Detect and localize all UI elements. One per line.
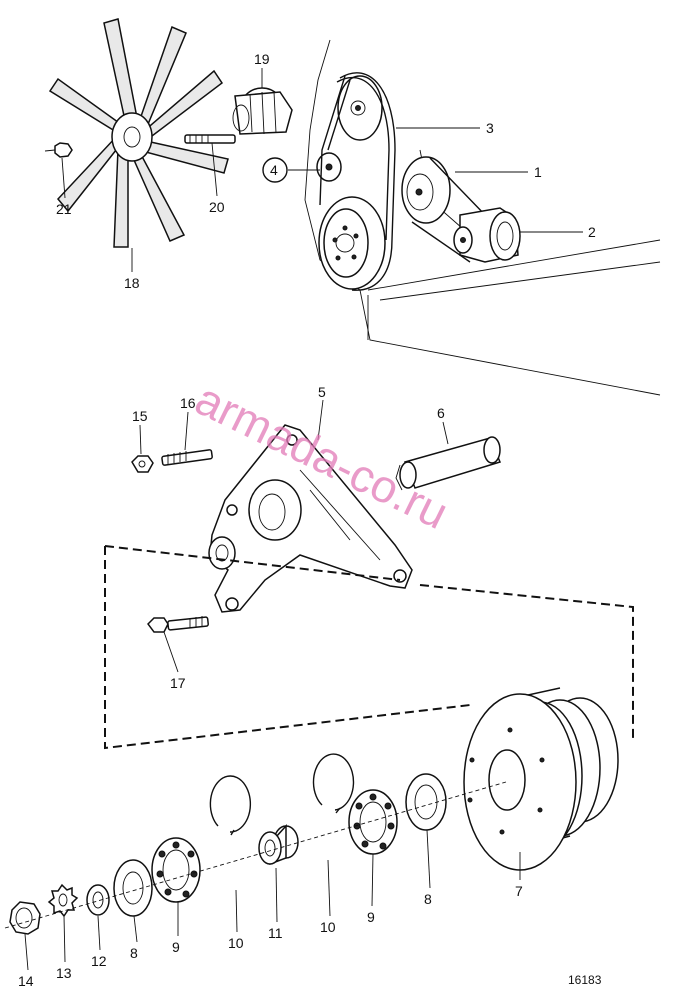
- callout-17: 17: [170, 675, 186, 691]
- idler-pulley: [316, 152, 342, 182]
- callout-6: 6: [437, 405, 445, 421]
- callout-18: 18: [124, 275, 140, 291]
- bracket-shaft: [395, 436, 502, 491]
- callout-9-left: 9: [172, 939, 180, 955]
- callout-15: 15: [132, 408, 148, 424]
- seal-left: [113, 859, 153, 917]
- hub-nut: [9, 901, 41, 935]
- callout-14: 14: [18, 973, 34, 989]
- spacer-sleeve: [258, 824, 299, 865]
- callout-1: 1: [534, 164, 542, 180]
- callout-7: 7: [515, 883, 523, 899]
- callout-4: 4: [270, 162, 278, 178]
- callout-labels: 1 2 3 4 5 6 7 8 8 9 9 10 10 11 12 13 14 …: [18, 51, 596, 989]
- snap-ring-left: [209, 775, 252, 836]
- figure-number: 16183: [568, 973, 602, 987]
- fan-nut: [44, 142, 73, 158]
- bearing-left: [151, 837, 201, 903]
- fan-stud: [184, 134, 236, 144]
- callout-4-ring: [262, 157, 288, 183]
- callout-9-right: 9: [367, 909, 375, 925]
- callout-5: 5: [318, 384, 326, 400]
- snap-ring-right: [312, 753, 355, 814]
- fan-spacer: [232, 87, 293, 135]
- bearing-right: [348, 789, 398, 855]
- fan-blades: [48, 18, 229, 248]
- callout-16: 16: [180, 395, 196, 411]
- leader-lines: [24, 68, 583, 971]
- pulley-bracket: [208, 424, 413, 613]
- callout-8-right: 8: [424, 891, 432, 907]
- alternator-pulley: [401, 156, 451, 224]
- callout-10-left: 10: [228, 935, 244, 951]
- callout-12: 12: [91, 953, 107, 969]
- generator-unit: [453, 207, 521, 263]
- assembly-boundary: [104, 545, 634, 750]
- lock-washer: [47, 883, 79, 918]
- bracket-stud: [161, 449, 213, 466]
- bracket-nut: [131, 455, 154, 473]
- callout-20: 20: [209, 199, 225, 215]
- seal-right: [405, 773, 447, 831]
- crankshaft-pulley: [318, 196, 386, 290]
- upper-pulley: [337, 75, 383, 141]
- triple-pulley: [463, 687, 619, 871]
- hub-axis-line: [4, 781, 507, 929]
- callout-13: 13: [56, 965, 72, 981]
- callout-10-right: 10: [320, 919, 336, 935]
- callout-3: 3: [486, 120, 494, 136]
- callout-8-left: 8: [130, 945, 138, 961]
- drive-belts: [319, 72, 489, 291]
- callout-21: 21: [56, 201, 72, 217]
- washer: [86, 884, 110, 916]
- bracket-bolt: [147, 616, 209, 633]
- callout-2: 2: [588, 224, 596, 240]
- callout-11: 11: [268, 925, 283, 941]
- callout-19: 19: [254, 51, 270, 67]
